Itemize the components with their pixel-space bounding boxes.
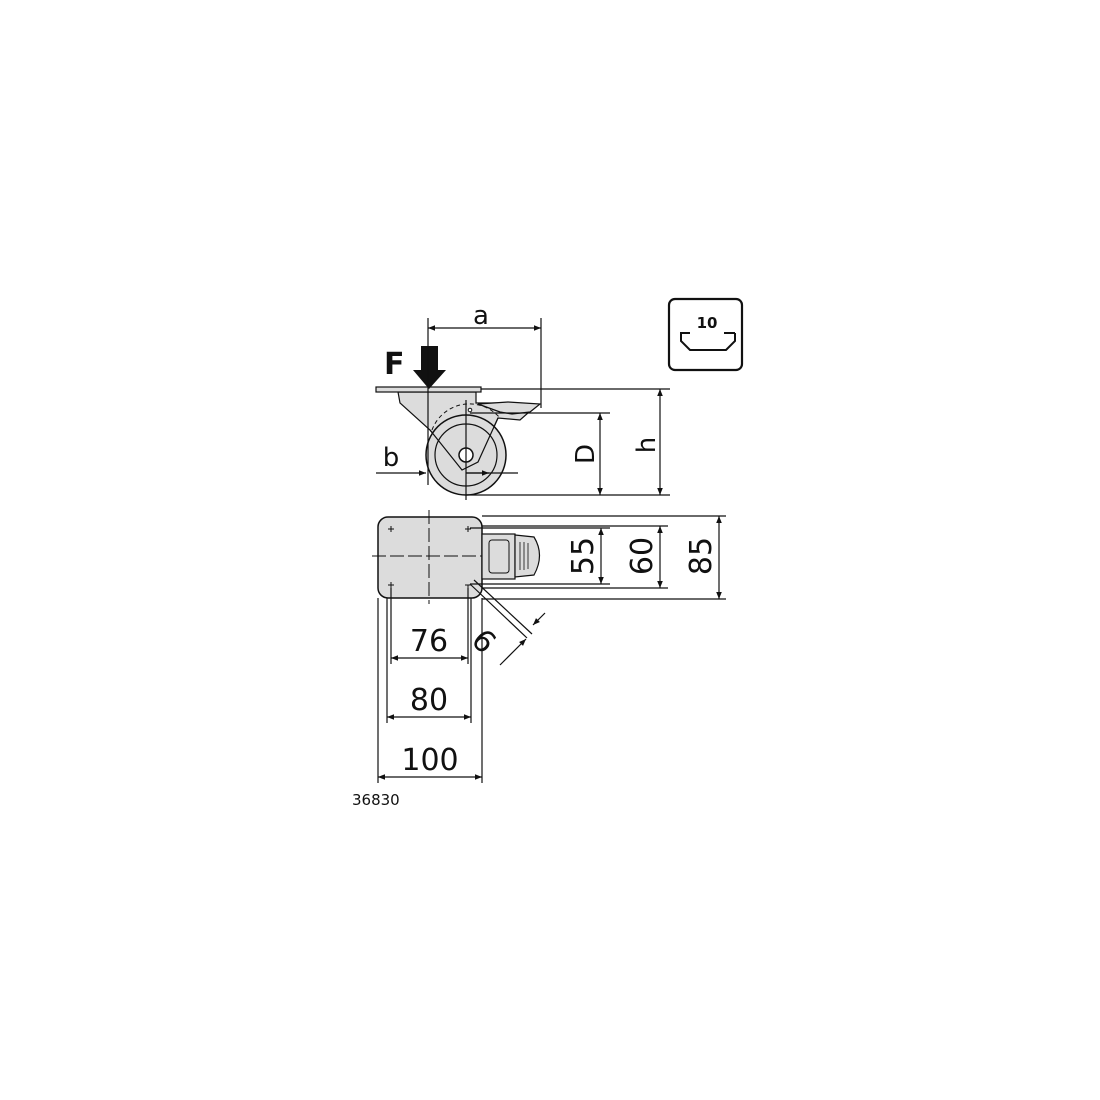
badge-value: 10: [697, 314, 718, 332]
dim-85-label: 85: [684, 537, 719, 575]
force-label: F: [384, 347, 405, 382]
dim-100-label: 100: [401, 743, 458, 778]
dim-60-label: 60: [625, 537, 660, 575]
dim-76-label: 76: [410, 624, 448, 659]
slot-size-badge: 10: [667, 297, 744, 372]
brake-top: [481, 533, 541, 580]
dim-a-label: a: [473, 301, 489, 331]
dim-b-label: b: [383, 443, 400, 473]
dim-80-label: 80: [410, 683, 448, 718]
dim-D-label: D: [571, 444, 601, 464]
brake-pedal: [477, 401, 542, 415]
dim-55-label: 55: [566, 537, 601, 575]
force-arrow-icon: [413, 346, 446, 389]
drawing-number: 36830: [352, 791, 400, 809]
side-view: F a b D h: [375, 301, 670, 500]
top-view: 55 60 85 76 80 100 9: [372, 510, 726, 783]
dim-9-label: 9: [466, 621, 504, 659]
dim-h-label: h: [632, 437, 662, 453]
